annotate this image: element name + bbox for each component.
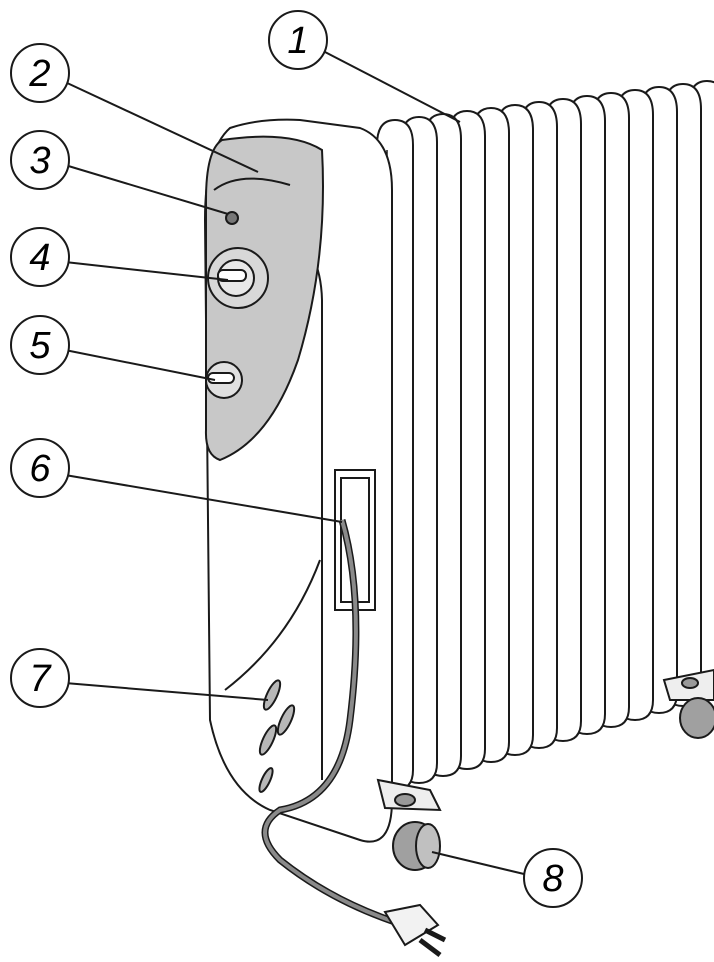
plug bbox=[383, 903, 447, 957]
svg-text:8: 8 bbox=[542, 858, 563, 900]
svg-text:7: 7 bbox=[29, 658, 52, 700]
svg-text:2: 2 bbox=[28, 53, 50, 95]
callout-3: 3 bbox=[10, 130, 70, 190]
indicator-light bbox=[225, 211, 239, 225]
svg-text:4: 4 bbox=[29, 237, 50, 279]
vent-slots bbox=[258, 679, 296, 793]
power-switch-knob[interactable] bbox=[205, 361, 243, 399]
callout-6: 6 bbox=[10, 438, 70, 498]
power-cord bbox=[261, 519, 397, 926]
thermostat-knob[interactable] bbox=[207, 247, 269, 309]
callout-2: 2 bbox=[10, 43, 70, 103]
callout-7: 7 bbox=[10, 648, 70, 708]
panel-top-ridge bbox=[213, 177, 291, 191]
svg-text:5: 5 bbox=[29, 325, 51, 367]
svg-text:6: 6 bbox=[29, 448, 51, 490]
svg-text:1: 1 bbox=[287, 20, 308, 62]
front-foot bbox=[376, 778, 442, 812]
leader-lines bbox=[64, 51, 525, 875]
callout-5: 5 bbox=[10, 315, 70, 375]
rear-foot bbox=[662, 668, 714, 739]
callout-8: 8 bbox=[523, 848, 583, 908]
radiator-fins bbox=[376, 79, 714, 792]
callout-4: 4 bbox=[10, 227, 70, 287]
svg-text:3: 3 bbox=[29, 140, 50, 182]
caster-wheel bbox=[392, 821, 441, 871]
callout-1: 1 bbox=[268, 10, 328, 70]
